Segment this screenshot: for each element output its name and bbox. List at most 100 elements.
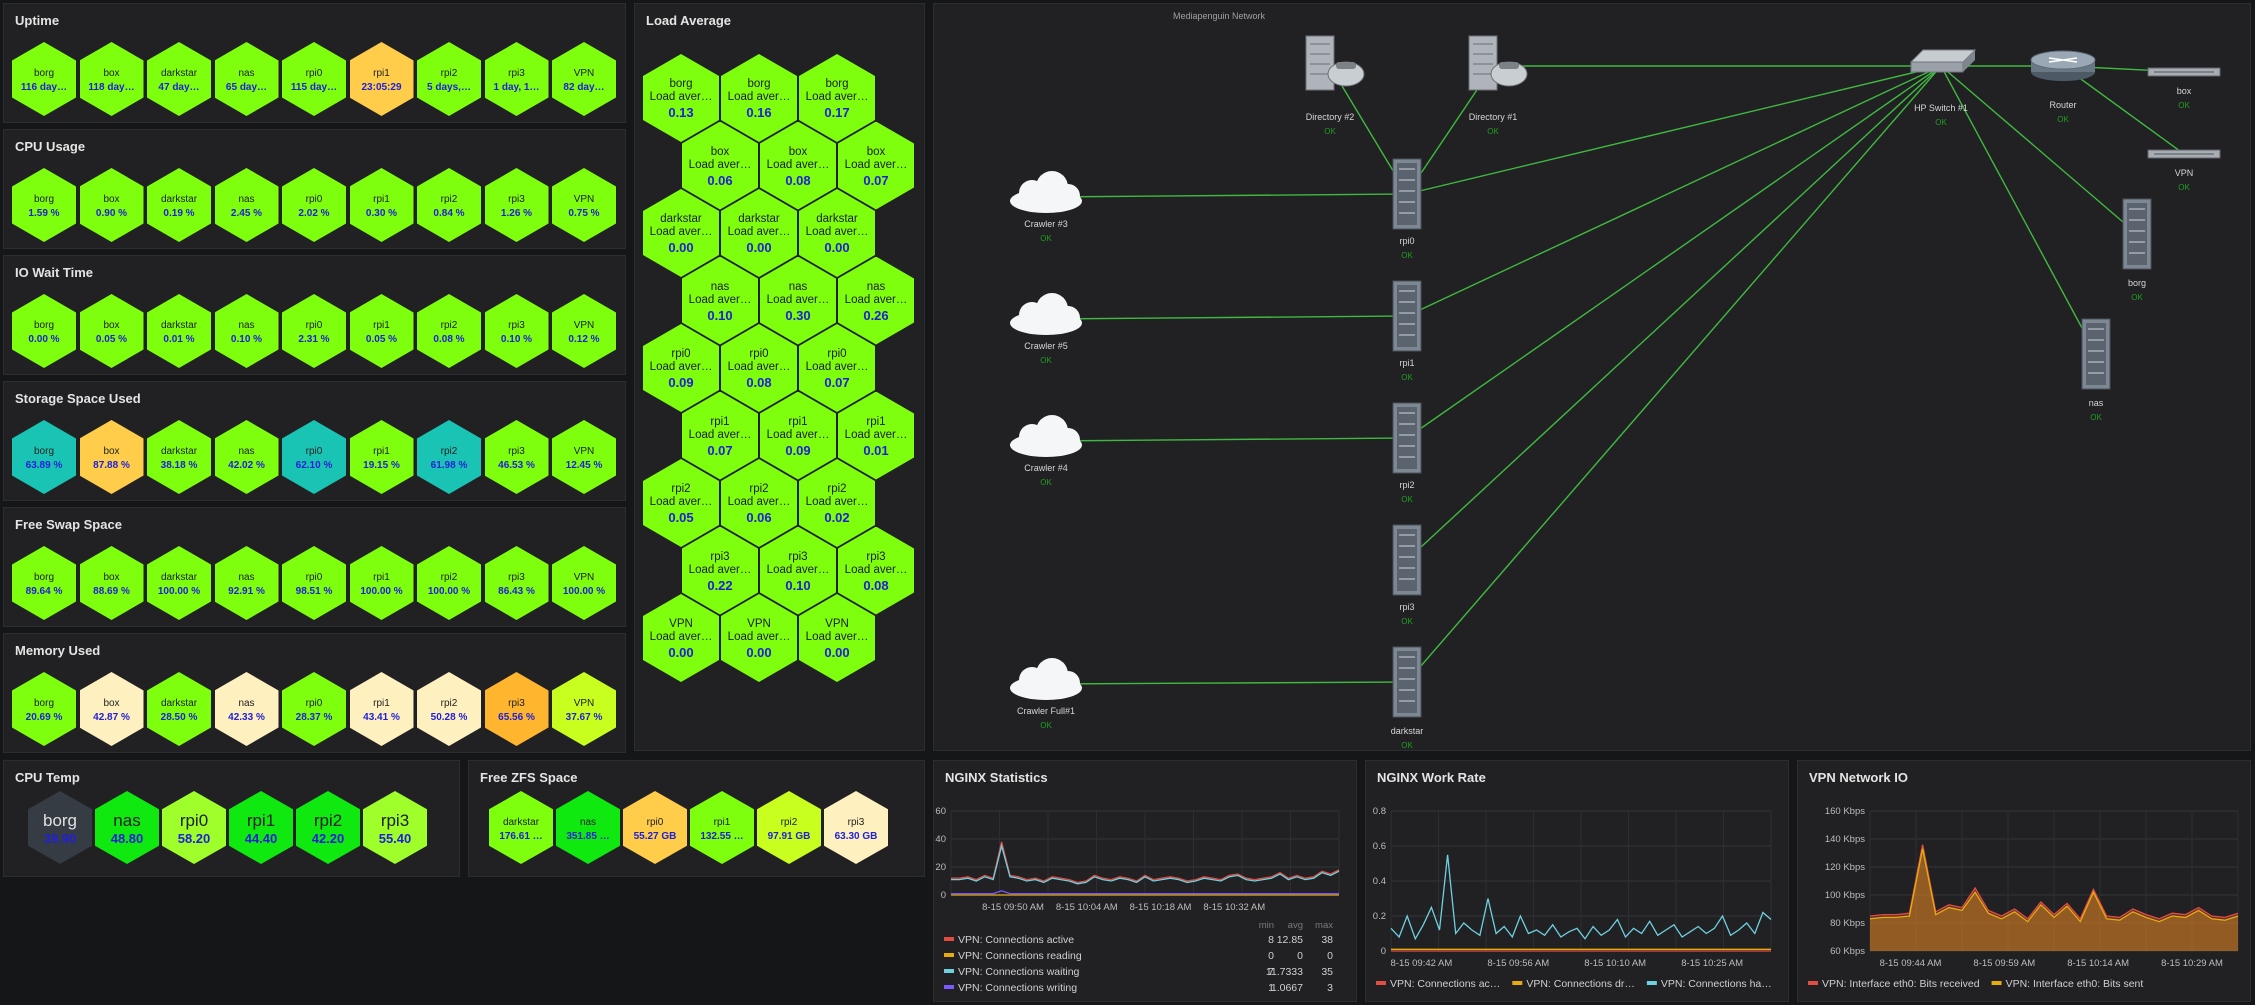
panel-title[interactable]: CPU Temp — [15, 770, 80, 785]
rpi1-node-icon[interactable] — [1392, 280, 1422, 352]
panel-title[interactable]: IO Wait Time — [15, 265, 94, 280]
legend-item[interactable]: VPN: Interface eth0: Bits received — [1822, 978, 1980, 990]
legend-item[interactable]: VPN: Interface eth0: Bits sent — [2006, 978, 2144, 990]
box-node-icon[interactable] — [2147, 67, 2221, 77]
dir2-node-icon[interactable] — [1305, 35, 1365, 91]
panel-title[interactable]: CPU Usage — [15, 139, 86, 154]
legend-item[interactable]: VPN: Connections ha… — [1661, 978, 1772, 990]
switch-node-icon[interactable] — [1909, 49, 1977, 73]
panel-title[interactable]: VPN Network IO — [1809, 770, 1908, 785]
vpn-node-icon[interactable] — [2147, 149, 2221, 159]
legend-item[interactable]: VPN: Connections writing — [958, 982, 1077, 994]
panel-title[interactable]: Storage Space Used — [15, 391, 141, 406]
rpi0-node-icon[interactable] — [1392, 158, 1422, 230]
panel-title[interactable]: Memory Used — [15, 643, 101, 658]
legend-item[interactable]: VPN: Connections dr… — [1526, 978, 1635, 990]
router-node-icon[interactable] — [2030, 50, 2096, 81]
legend-item[interactable]: VPN: Connections active — [958, 934, 1074, 946]
panel-title[interactable]: NGINX Work Rate — [1377, 770, 1486, 785]
panel-title[interactable]: Free ZFS Space — [480, 770, 578, 785]
rpi3-node-icon[interactable] — [1392, 524, 1422, 596]
crawler3-node-icon[interactable] — [1010, 171, 1082, 213]
crawlerfull1-node-icon[interactable] — [1010, 658, 1082, 700]
legend-item[interactable]: VPN: Connections ac… — [1390, 978, 1500, 990]
